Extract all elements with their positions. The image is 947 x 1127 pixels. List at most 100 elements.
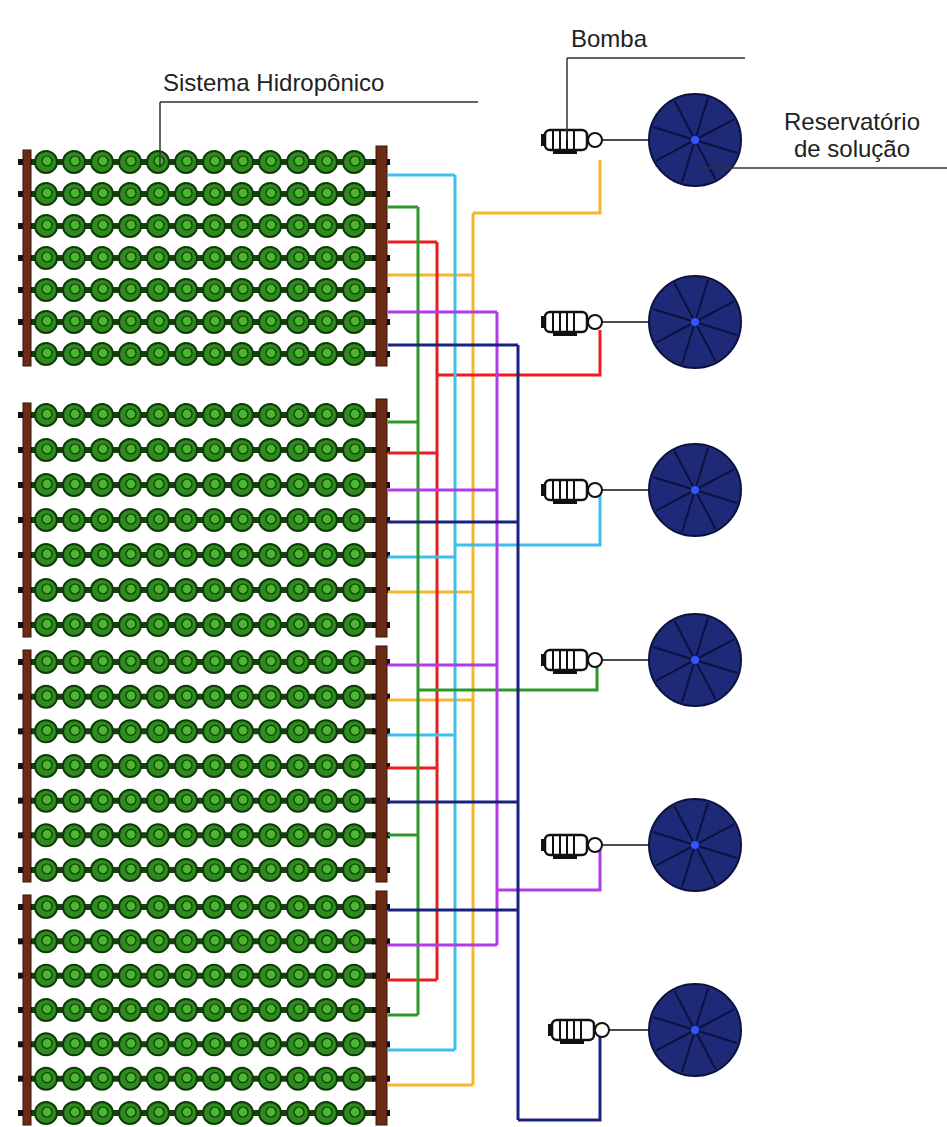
- lettuce-leaf: [238, 348, 248, 358]
- lettuce-leaf: [294, 549, 304, 559]
- lettuce-plant: [287, 247, 309, 269]
- lettuce-leaf: [182, 284, 192, 294]
- lettuce-leaf: [42, 760, 52, 770]
- lettuce-leaf: [210, 584, 220, 594]
- lettuce-plant: [315, 1033, 337, 1055]
- lettuce-plant: [119, 824, 141, 846]
- lettuce-leaf: [98, 901, 108, 911]
- lettuce-leaf: [350, 901, 360, 911]
- lettuce-leaf: [322, 1107, 332, 1117]
- lettuce-leaf: [70, 901, 80, 911]
- lettuce-plant: [315, 474, 337, 496]
- lettuce-plant: [343, 343, 365, 365]
- lettuce-leaf: [42, 284, 52, 294]
- lettuce-leaf: [294, 725, 304, 735]
- lettuce-plant: [287, 651, 309, 673]
- lettuce-leaf: [154, 725, 164, 735]
- pump-head: [588, 315, 602, 329]
- lettuce-leaf: [322, 514, 332, 524]
- lettuce-plant: [315, 1068, 337, 1090]
- lettuce-plant: [175, 686, 197, 708]
- supply-pipe: [388, 175, 455, 1050]
- lettuce-plant: [315, 720, 337, 742]
- lettuce-plant: [175, 509, 197, 531]
- lettuce-plant: [175, 755, 197, 777]
- lettuce-plant: [147, 686, 169, 708]
- lettuce-leaf: [322, 409, 332, 419]
- lettuce-leaf: [182, 619, 192, 629]
- lettuce-plant: [119, 965, 141, 987]
- lettuce-plant: [91, 439, 113, 461]
- lettuce-plant: [315, 215, 337, 237]
- lettuce-plant: [287, 404, 309, 426]
- lettuce-plant: [147, 720, 169, 742]
- lettuce-plant: [343, 1033, 365, 1055]
- lettuce-plant: [35, 965, 57, 987]
- reservoir: [649, 94, 741, 186]
- pump-head: [588, 133, 602, 147]
- lettuce-leaf: [42, 935, 52, 945]
- lettuce-leaf: [350, 1107, 360, 1117]
- lettuce-leaf: [294, 864, 304, 874]
- lettuce-plant: [147, 343, 169, 365]
- pump-fin: [566, 835, 568, 855]
- lettuce-plant: [203, 859, 225, 881]
- lettuce-plant: [35, 247, 57, 269]
- reservoir: [649, 276, 741, 368]
- lettuce-plant: [203, 215, 225, 237]
- lettuce-plant: [119, 151, 141, 173]
- pump-base: [553, 332, 577, 336]
- pump-symbol: [541, 480, 650, 504]
- lettuce-leaf: [350, 864, 360, 874]
- lettuce-plant: [343, 439, 365, 461]
- lettuce-plant: [231, 1068, 253, 1090]
- lettuce-plant: [119, 755, 141, 777]
- lettuce-leaf: [350, 584, 360, 594]
- lettuce-plant: [119, 439, 141, 461]
- lettuce-leaf: [210, 514, 220, 524]
- lettuce-leaf: [70, 1004, 80, 1014]
- lettuce-plant: [259, 151, 281, 173]
- pump-symbol: [541, 835, 650, 859]
- pump-head: [588, 838, 602, 852]
- lettuce-leaf: [70, 795, 80, 805]
- lettuce-plant: [259, 790, 281, 812]
- lettuce-leaf: [210, 444, 220, 454]
- lettuce-leaf: [182, 1073, 192, 1083]
- lettuce-plant: [35, 1033, 57, 1055]
- lettuce-leaf: [98, 829, 108, 839]
- lettuce-plant: [231, 1033, 253, 1055]
- pumps-reservoirs: [541, 94, 741, 1076]
- lettuce-leaf: [294, 252, 304, 262]
- reservoir-spoke: [656, 140, 695, 161]
- lettuce-plant: [63, 720, 85, 742]
- reservoir-spoke: [674, 991, 695, 1030]
- lettuce-leaf: [350, 656, 360, 666]
- lettuce-leaf: [42, 549, 52, 559]
- lettuce-plant: [203, 311, 225, 333]
- lettuce-leaf: [42, 220, 52, 230]
- lettuce-leaf: [126, 220, 136, 230]
- lettuce-leaf: [70, 619, 80, 629]
- lettuce-plant: [175, 343, 197, 365]
- lettuce-leaf: [42, 584, 52, 594]
- lettuce-leaf: [210, 1107, 220, 1117]
- lettuce-plant: [287, 790, 309, 812]
- lettuce-leaf: [42, 156, 52, 166]
- lettuce-plant: [259, 544, 281, 566]
- supply-pipe: [388, 207, 418, 1015]
- lettuce-plant: [175, 930, 197, 952]
- lettuce-leaf: [238, 584, 248, 594]
- lettuce-plant: [35, 755, 57, 777]
- lettuce-leaf: [294, 444, 304, 454]
- pump-head: [588, 653, 602, 667]
- lettuce-plant: [35, 215, 57, 237]
- lettuce-leaf: [70, 220, 80, 230]
- lettuce-plant: [231, 279, 253, 301]
- lettuce-plant: [231, 859, 253, 881]
- lettuce-leaf: [266, 1038, 276, 1048]
- lettuce-plant: [315, 755, 337, 777]
- lettuce-plant: [231, 965, 253, 987]
- lettuce-plant: [343, 930, 365, 952]
- lettuce-leaf: [210, 220, 220, 230]
